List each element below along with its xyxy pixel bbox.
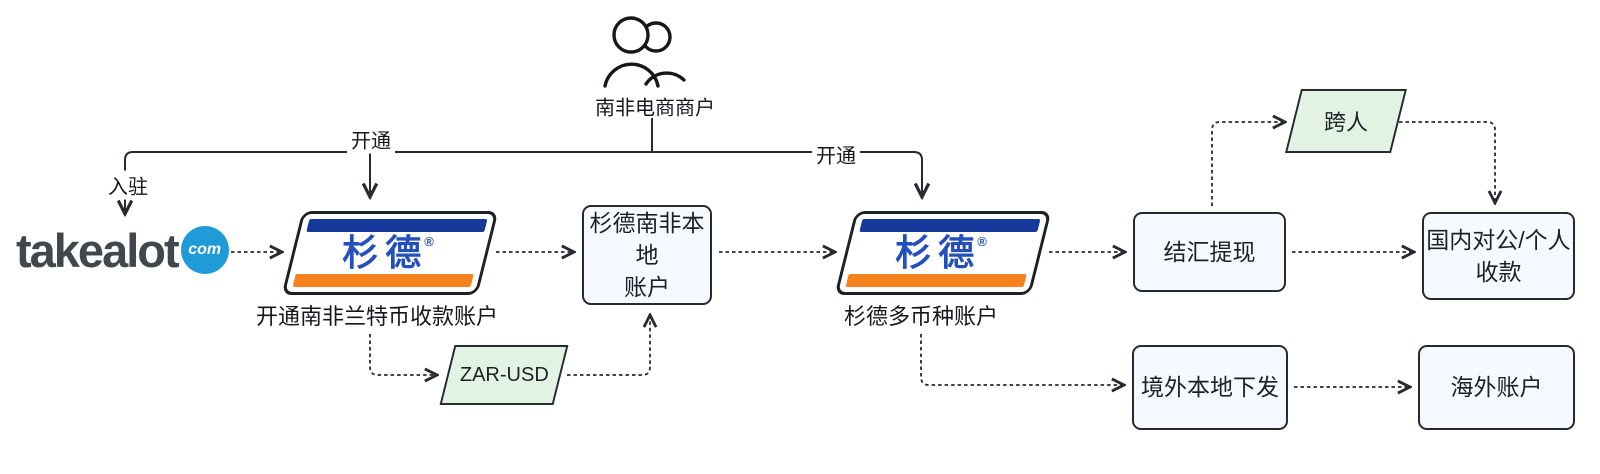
merchant-label: 南非电商商户 [595, 97, 715, 120]
sand-logo-wordmark: 杉德 [342, 232, 429, 273]
node-zar-usd-label: ZAR-USD [459, 363, 549, 386]
node-domestic-line2: 收款 [1475, 259, 1522, 285]
edge-label-open-2: 开通 [812, 139, 860, 169]
node-cross: 跨人 [1285, 89, 1407, 153]
edge-zarusd-localaccount [567, 315, 650, 376]
sand2-caption: 杉德多币种账户 [843, 304, 999, 329]
node-overseas-account: 海外账户 [1418, 345, 1575, 430]
node-local-account: 杉德南非本地 账户 [582, 205, 712, 305]
registered-mark-icon: ® [424, 233, 434, 249]
edge-sand2-payout [920, 334, 1124, 385]
sand-logo-wordmark: 杉德 [895, 232, 982, 273]
node-overseas-account-label: 海外账户 [1450, 374, 1543, 401]
sand1-caption: 开通南非兰特币收款账户 [255, 304, 499, 329]
edge-sand1-zarusd [369, 334, 437, 375]
node-local-account-line1: 杉德南非本地 [589, 209, 705, 268]
node-cross-label: 跨人 [1323, 110, 1368, 135]
front-person-shoulders [603, 62, 660, 88]
sand-logo-bottom-bar [845, 274, 1027, 287]
edge-join-takealot [125, 151, 133, 214]
edge-label-join: 入驻 [104, 170, 152, 200]
registered-mark-icon: ® [977, 233, 987, 249]
sand-logo-bottom-bar [292, 274, 474, 287]
node-zar-usd: ZAR-USD [439, 345, 569, 405]
node-settle-label: 结汇提现 [1163, 238, 1256, 265]
takealot-wordmark: takealot [16, 223, 180, 277]
node-domestic: 国内对公/个人 收款 [1422, 212, 1575, 300]
edge-label-open-1: 开通 [347, 124, 395, 154]
front-person-head [612, 16, 650, 54]
node-settle: 结汇提现 [1133, 212, 1286, 292]
edge-open-sand2 [914, 151, 922, 197]
edge-cross-domestic [1399, 121, 1495, 203]
node-local-account-line2: 账户 [624, 274, 670, 301]
node-overseas-payout-label: 境外本地下发 [1141, 374, 1279, 401]
sand-logo-top-bar [859, 219, 1041, 232]
merchants-icon [598, 8, 693, 101]
back-person-shoulders [644, 71, 686, 86]
node-overseas-payout: 境外本地下发 [1132, 345, 1288, 430]
takealot-tld: com [188, 241, 222, 258]
edge-settle-cross [1211, 122, 1285, 206]
sand-logo-2: 杉德® [834, 211, 1052, 295]
sand-logo-top-bar [306, 219, 488, 232]
sand-logo-1: 杉德® [281, 211, 499, 295]
takealot-logo: takealot com [16, 226, 229, 274]
node-domestic-line1: 国内对公/个人 [1426, 226, 1571, 253]
takealot-com-badge: com [180, 226, 229, 274]
